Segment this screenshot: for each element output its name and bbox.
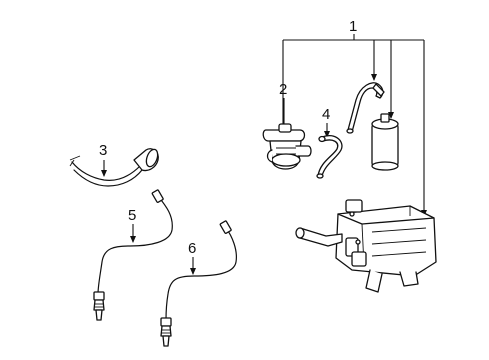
callout-6: 6 [188,240,196,257]
leader-3 [101,160,107,177]
oxygen-sensor-upstream [93,189,173,321]
leader-6 [190,257,196,275]
leader-1 [280,34,427,217]
callout-3: 3 [99,142,107,159]
callout-4: 4 [322,106,330,123]
charcoal-canister [295,199,437,293]
filter-canister [371,113,399,171]
callout-1: 1 [349,18,357,35]
leader-4 [324,123,330,138]
callout-5: 5 [128,207,136,224]
small-hose [316,135,343,179]
oxygen-sensor-downstream [160,220,237,347]
vapor-hose [346,82,385,134]
purge-valve [262,123,312,170]
hose-assembly [69,148,159,187]
leader-5 [130,224,136,243]
